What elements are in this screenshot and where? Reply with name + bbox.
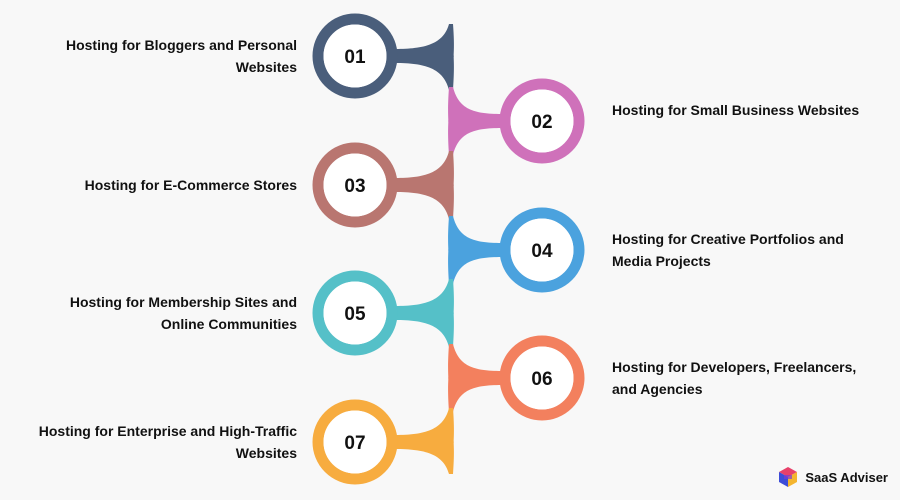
saas-adviser-logo-icon xyxy=(779,467,798,487)
brand-name: SaaS Adviser xyxy=(805,469,888,485)
step-circle-07 xyxy=(323,410,387,474)
step-number-07: 07 xyxy=(344,433,365,454)
step-label-01: Hosting for Bloggers and Personal Websit… xyxy=(65,37,297,75)
step-number-04: 04 xyxy=(531,241,553,262)
step-number-02: 02 xyxy=(531,112,552,133)
step-circles: 01 02 03 04 05 06 07 xyxy=(312,13,585,485)
connector-stem xyxy=(393,24,504,474)
step-number-03: 03 xyxy=(344,176,365,197)
step-label-06: Hosting for Developers, Freelancers, and… xyxy=(612,359,857,397)
connector-branch-07 xyxy=(393,408,454,474)
step-label-07: Hosting for Enterprise and High-Traffic … xyxy=(38,423,297,461)
step-circle-03 xyxy=(323,153,387,217)
step-label-03: Hosting for E-Commerce Stores xyxy=(84,177,297,193)
step-circle-05 xyxy=(323,281,387,345)
brand: SaaS Adviser xyxy=(777,466,888,488)
step-ring-04 xyxy=(499,207,585,293)
step-ring-07 xyxy=(312,399,398,485)
step-ring-01 xyxy=(312,13,398,99)
step-circle-06 xyxy=(510,346,574,410)
connector-branch-06 xyxy=(448,344,504,412)
step-number-01: 01 xyxy=(344,47,366,68)
step-ring-06 xyxy=(499,335,585,421)
connector-branch-01 xyxy=(393,24,454,90)
step-circle-01 xyxy=(323,24,387,88)
step-ring-02 xyxy=(499,78,585,164)
connector-branch-04 xyxy=(448,216,504,284)
connector-branch-05 xyxy=(393,279,454,347)
step-label-05: Hosting for Membership Sites and Online … xyxy=(69,294,297,332)
step-ring-05 xyxy=(312,270,398,356)
step-number-06: 06 xyxy=(531,369,552,390)
step-label-04: Hosting for Creative Portfolios and Medi… xyxy=(612,231,844,269)
step-circle-04 xyxy=(510,218,574,282)
step-circle-02 xyxy=(510,89,574,153)
step-number-05: 05 xyxy=(344,304,366,325)
connector-branch-02 xyxy=(448,87,504,155)
step-label-02: Hosting for Small Business Websites xyxy=(612,102,860,118)
connector-branch-03 xyxy=(393,151,454,219)
step-ring-03 xyxy=(312,142,398,228)
